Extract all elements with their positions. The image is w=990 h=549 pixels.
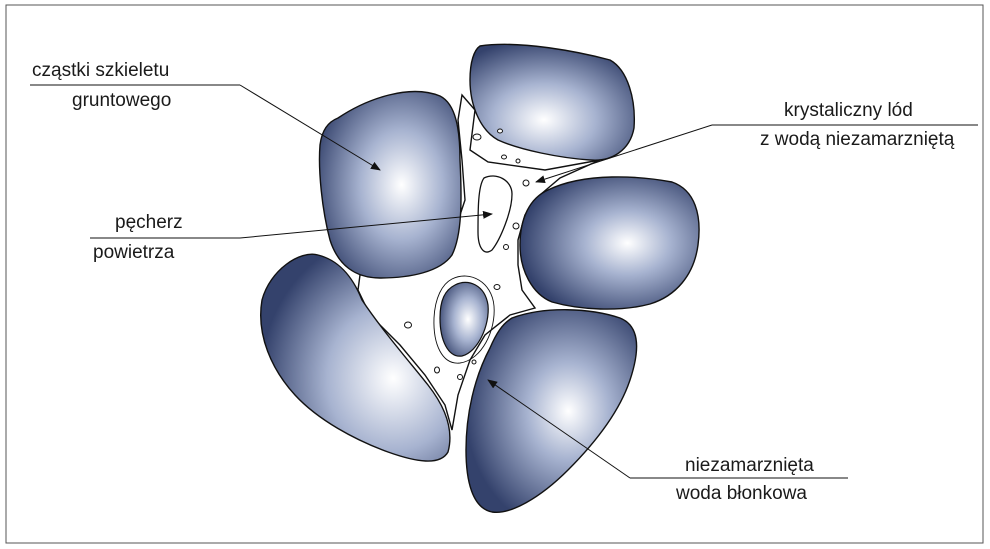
label-soil-particles-line2: gruntowego (72, 90, 171, 112)
label-air-bubble-line2: powietrza (93, 242, 174, 264)
label-crystalline-ice-line2: z wodą niezamarzniętą (760, 129, 954, 151)
label-crystalline-ice-line1: krystaliczny lód (784, 100, 913, 122)
label-film-water-line1: niezamarznięta (685, 455, 814, 477)
soil-particle-top (470, 44, 634, 160)
soil-particle-small-center (440, 282, 488, 356)
label-film-water-line2: woda błonkowa (676, 483, 807, 505)
label-air-bubble-line1: pęcherz (115, 212, 183, 234)
label-soil-particles-line1: cząstki szkieletu (32, 60, 169, 82)
soil-particle-upper-left (319, 92, 461, 278)
soil-particle-bottom (466, 310, 637, 513)
soil-particle-right (520, 177, 699, 309)
